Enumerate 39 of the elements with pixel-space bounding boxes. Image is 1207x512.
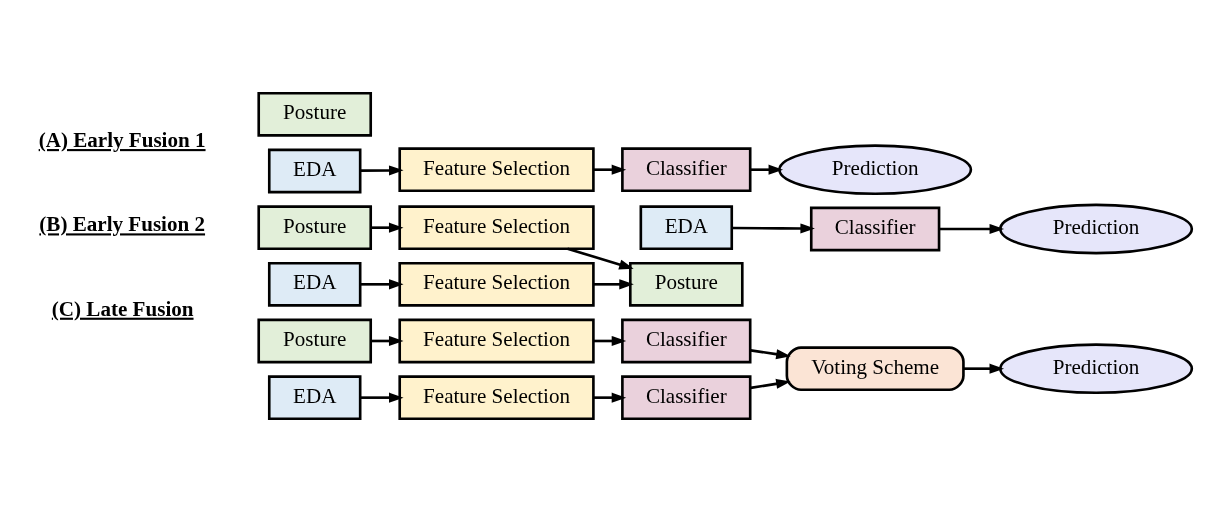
node-box: EDA	[639, 205, 734, 251]
arrow	[750, 378, 791, 390]
node-ellipse: Prediction	[999, 343, 1194, 395]
node-box: Feature Selection	[398, 375, 595, 421]
node-box: Posture	[257, 205, 373, 251]
arrow	[360, 392, 404, 403]
arrow	[593, 392, 627, 403]
node-box: Classifier	[621, 147, 752, 193]
node-box: Feature Selection	[398, 318, 595, 364]
node-box: Classifier	[809, 206, 941, 252]
arrow	[750, 349, 791, 360]
node-box: Posture	[257, 318, 373, 364]
node-box: Feature Selection	[398, 147, 595, 193]
node-box: Posture	[257, 91, 373, 137]
arrow	[370, 335, 404, 347]
arrow	[370, 222, 404, 233]
arrow	[360, 279, 404, 290]
node-box: Classifier	[621, 375, 752, 421]
node-box: EDA	[267, 375, 362, 421]
node-box: Classifier	[621, 318, 752, 364]
node-box: Feature Selection	[398, 261, 595, 307]
node-box: EDA	[267, 261, 362, 307]
node-box: Voting Scheme	[785, 346, 965, 392]
label: (A) Early Fusion 1	[38, 128, 206, 153]
arrow	[593, 279, 634, 290]
arrow	[750, 164, 784, 175]
node-box: EDA	[267, 148, 362, 194]
arrow	[964, 363, 1005, 374]
arrow	[939, 223, 1005, 235]
node-ellipse: Prediction	[778, 144, 973, 196]
label: (C) Late Fusion	[51, 296, 194, 321]
label: (B) Early Fusion 2	[39, 212, 206, 237]
node-box: Feature Selection	[398, 205, 595, 251]
node-ellipse: Prediction	[999, 203, 1194, 255]
node-box: Posture	[628, 261, 744, 307]
arrow	[360, 165, 404, 176]
arrow	[593, 164, 627, 175]
arrow	[593, 335, 627, 347]
arrow	[732, 223, 815, 234]
